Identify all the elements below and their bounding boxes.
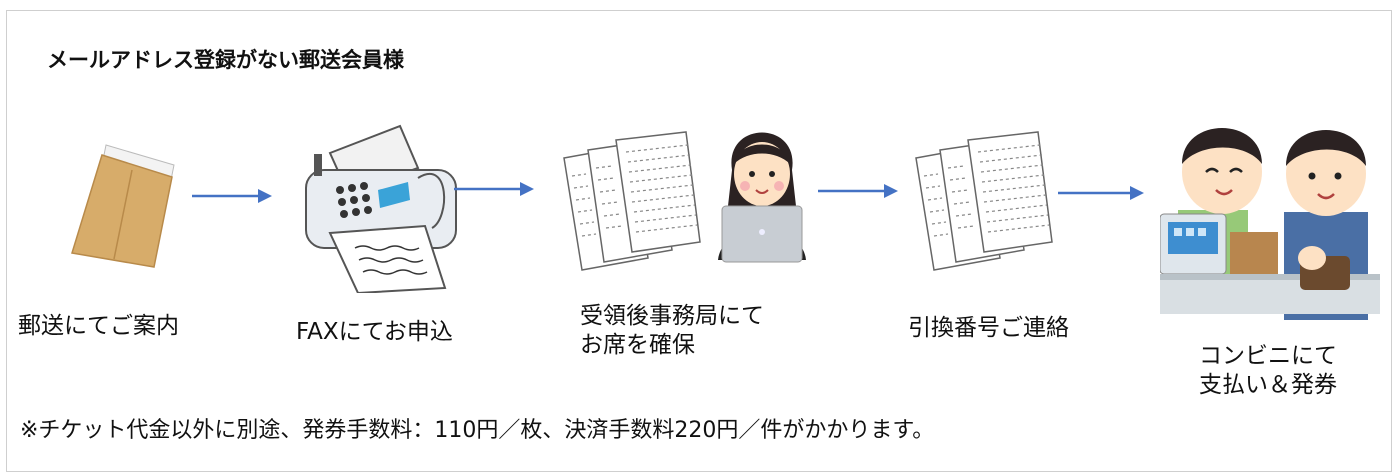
documents-icon bbox=[915, 131, 1053, 271]
envelope-icon bbox=[71, 144, 175, 268]
step-label-5: コンビニにて 支払い＆発券 bbox=[1199, 343, 1337, 398]
fax-machine-icon bbox=[305, 124, 457, 293]
office-worker-icon bbox=[718, 132, 806, 263]
step-label-2: FAXにてお申込 bbox=[296, 319, 453, 345]
paper-stack-icon bbox=[563, 131, 701, 271]
step-label-4: 引換番号ご連絡 bbox=[908, 315, 1069, 341]
flow-arrow-4 bbox=[1058, 186, 1144, 200]
flow-arrow-3 bbox=[818, 184, 898, 198]
flow-arrow-2 bbox=[454, 182, 534, 196]
flow-arrow-1 bbox=[192, 189, 272, 203]
step-label-3: 受領後事務局にて お席を確保 bbox=[580, 303, 764, 358]
step-label-1: 郵送にてご案内 bbox=[18, 313, 179, 339]
diagram-heading: メールアドレス登録がない郵送会員様 bbox=[47, 48, 404, 72]
convenience-store-icon bbox=[1160, 128, 1380, 320]
fee-note: ※チケット代金以外に別途、発券手数料：110円／枚、決済手数料220円／件がかか… bbox=[20, 418, 935, 443]
diagram-frame bbox=[6, 10, 1392, 472]
